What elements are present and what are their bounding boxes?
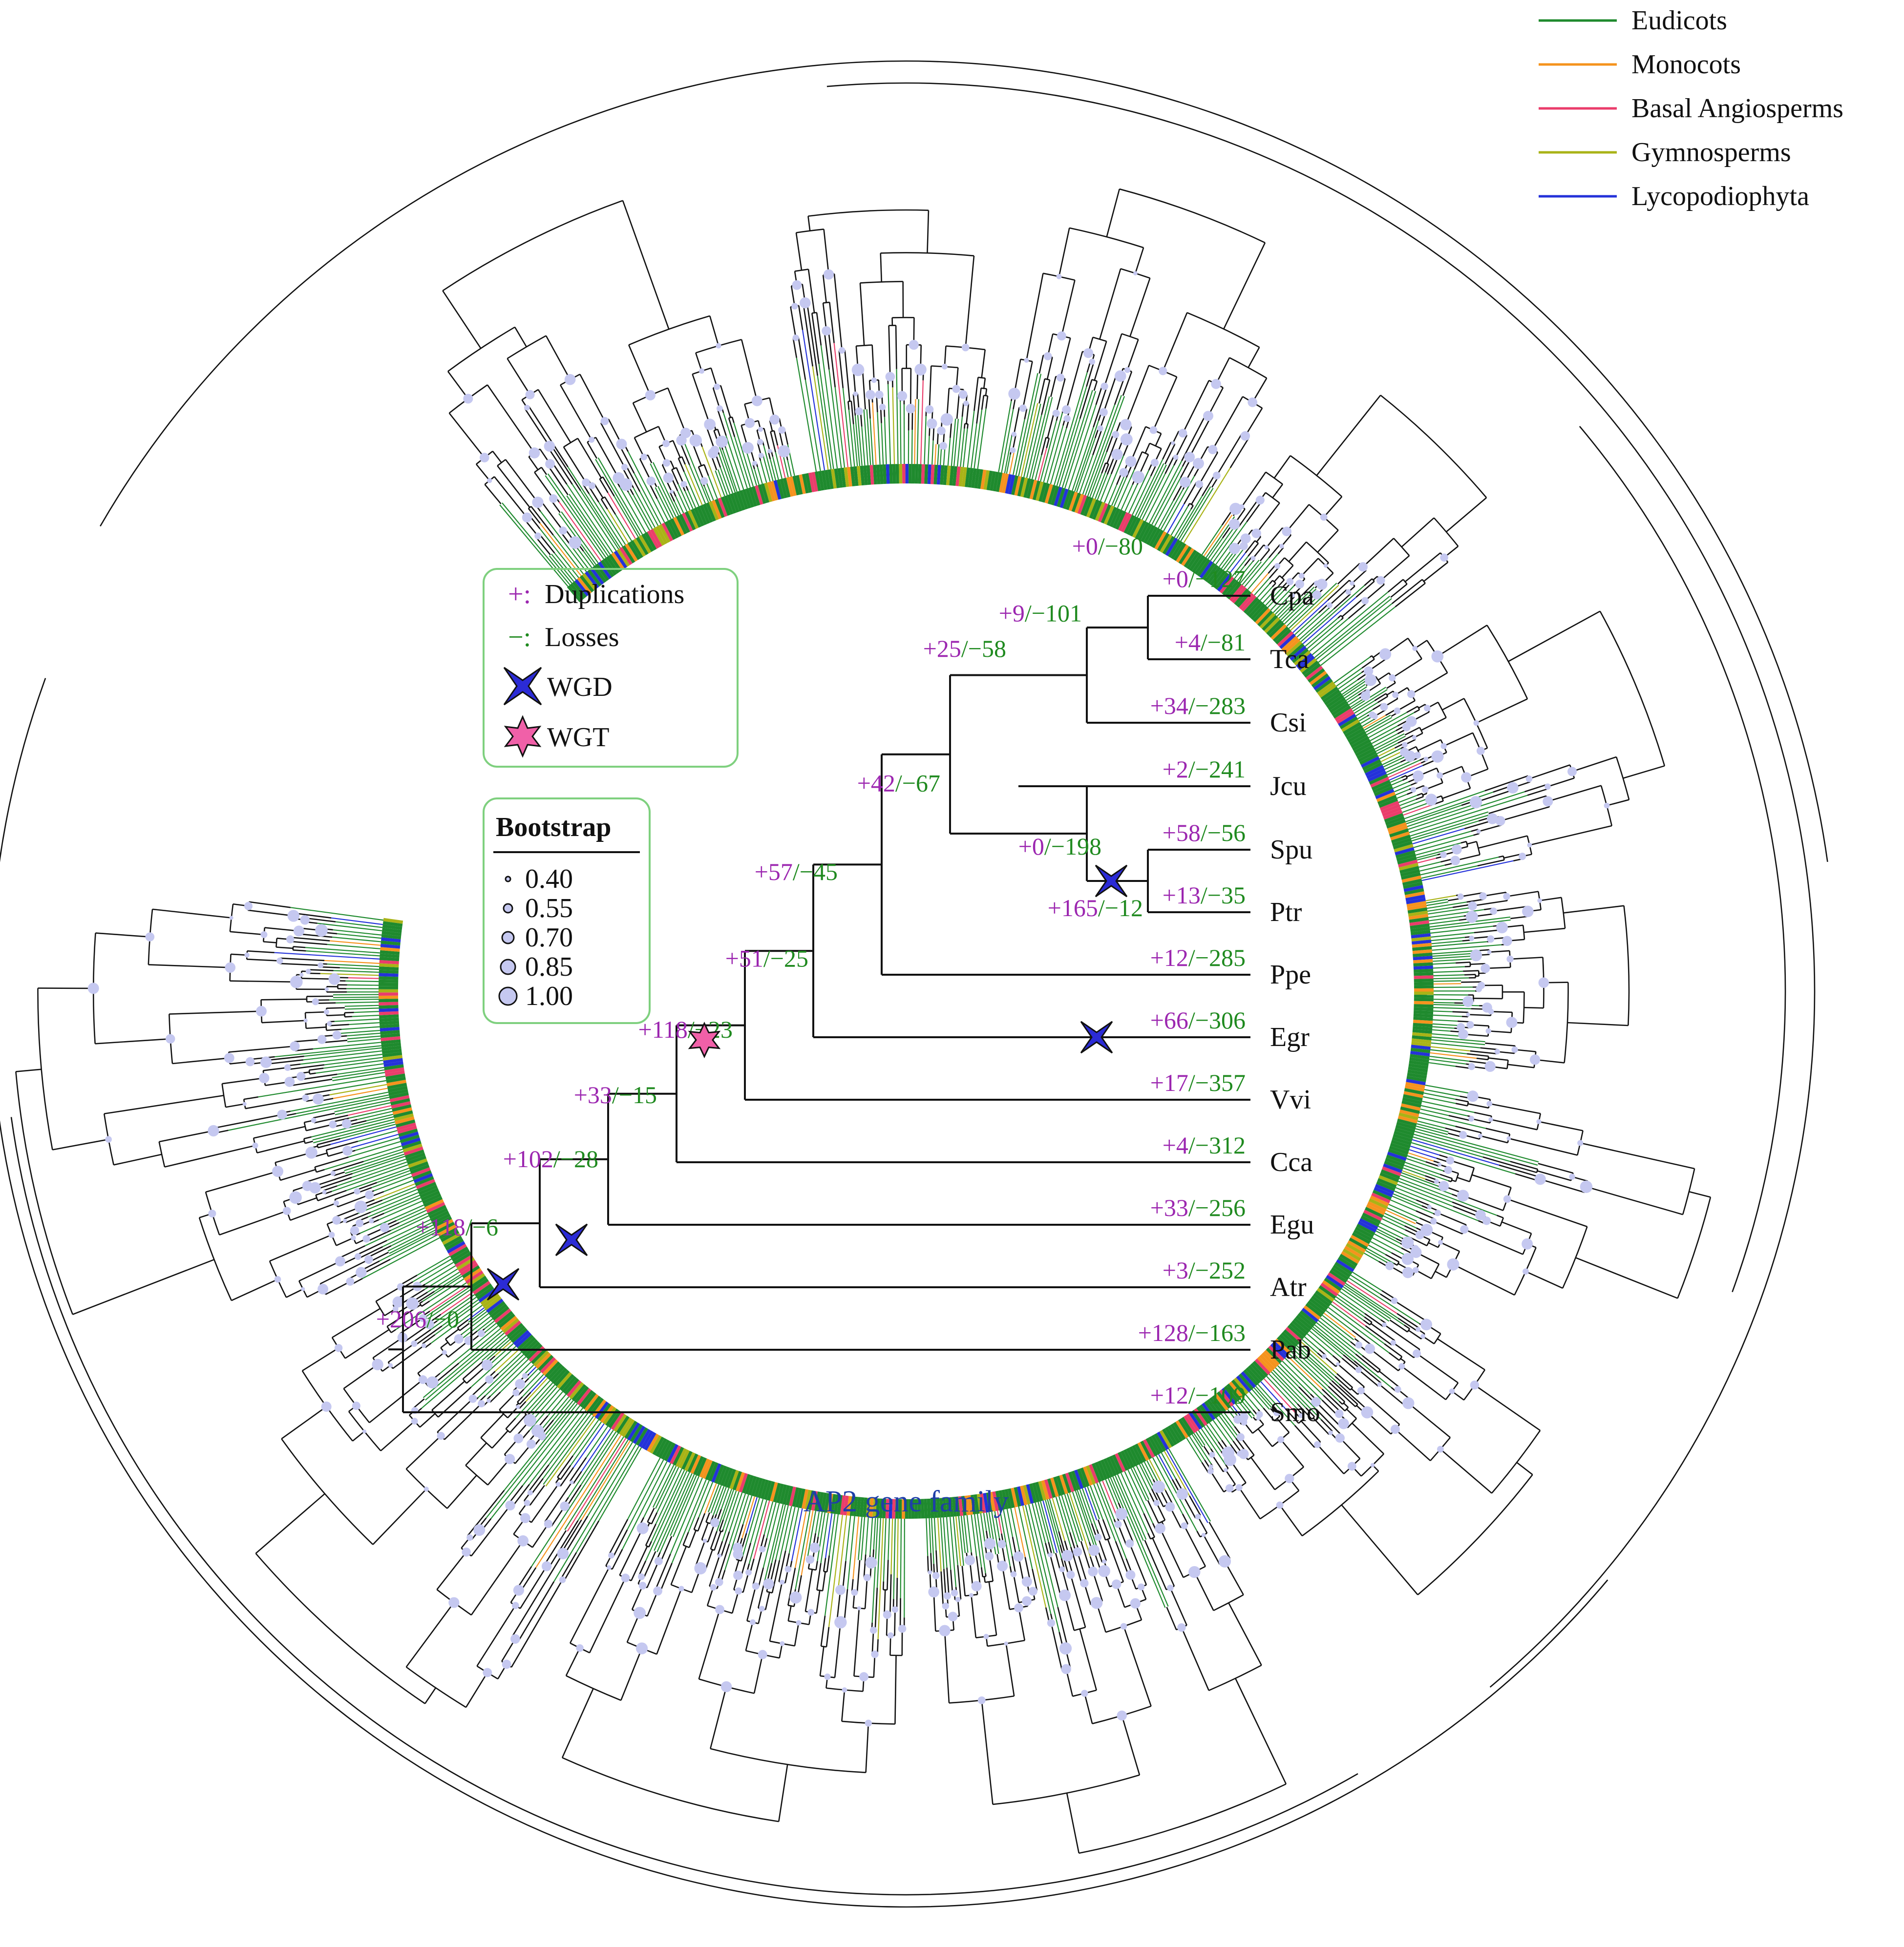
loss-symbol: −:	[508, 622, 531, 652]
gene-tree-branches	[15, 188, 1712, 1854]
species-label-vvi: Vvi	[1270, 1085, 1311, 1115]
species-label-jcu: Jcu	[1270, 771, 1307, 801]
bootstrap-value: 0.55	[525, 893, 573, 923]
node-event-cpa_atr: +102/−28	[503, 1145, 598, 1172]
node-event-spu_ptr: +165/−12	[1048, 894, 1143, 921]
bootstrap-dot-0.40	[505, 876, 511, 882]
bootstrap-value: 0.70	[525, 922, 573, 953]
tip-event-tca: +4/−81	[1175, 628, 1246, 656]
legend-label-monocots: Monocots	[1631, 49, 1741, 80]
species-label-tca: Tca	[1270, 644, 1309, 674]
legend-label-lycopodiophyta: Lycopodiophyta	[1631, 181, 1809, 211]
tip-event-ppe: +12/−285	[1150, 944, 1246, 971]
species-label-csi: Csi	[1270, 708, 1307, 738]
node-event-cpa_egu: +33/−15	[574, 1081, 657, 1109]
node-event-cpa_csi: +9/−101	[999, 600, 1082, 627]
node-event-cpa_ppe: +42/−67	[857, 769, 940, 796]
tip-event-vvi: +17/−357	[1150, 1069, 1246, 1096]
species-label-egu: Egu	[1270, 1210, 1314, 1240]
tip-event-egu: +33/−256	[1150, 1194, 1246, 1221]
events-box-border	[483, 568, 739, 768]
species-label-cpa: Cpa	[1270, 581, 1314, 611]
duplications-row: +: Duplications	[508, 579, 684, 609]
circular-gene-tree	[0, 60, 1828, 1908]
species-label-cca: Cca	[1270, 1147, 1312, 1177]
tip-event-cca: +4/−312	[1163, 1131, 1246, 1159]
node-event-jcu_ptr: +0/−198	[1018, 833, 1101, 860]
wgd-label: WGD	[547, 672, 613, 702]
node-event-cpa_tca: +0/−80	[1072, 532, 1143, 560]
legend-label-basal-angiosperms: Basal Angiosperms	[1631, 93, 1843, 124]
bootstrap-legend-box: Bootstrap 0.400.550.700.851.00	[483, 797, 651, 1024]
gene-tips-ring	[379, 464, 1434, 1519]
duplications-label: Duplications	[545, 579, 684, 609]
bootstrap-value: 1.00	[525, 981, 573, 1011]
node-event-cpa_cca: +118/−23	[638, 1016, 733, 1043]
species-label-spu: Spu	[1270, 835, 1312, 865]
tip-event-egr: +66/−306	[1150, 1006, 1246, 1034]
legend-label-eudicots: Eudicots	[1631, 5, 1727, 36]
bootstrap-value: 0.40	[525, 864, 573, 894]
dup-symbol: +:	[508, 579, 531, 609]
species-label-ptr: Ptr	[1270, 897, 1302, 927]
tip-event-smo: +12/−109	[1150, 1382, 1246, 1409]
bootstrap-dot-0.70	[501, 931, 515, 944]
figure-title: AP2 gene family	[804, 1485, 1009, 1518]
tip-event-ptr: +13/−35	[1163, 881, 1246, 909]
tip-event-jcu: +2/−241	[1163, 755, 1246, 783]
wgd-icon	[503, 667, 542, 706]
wgt-icon	[688, 1022, 721, 1059]
node-event-cpa_egr: +57/−45	[755, 858, 838, 885]
tip-event-atr: +3/−252	[1163, 1256, 1246, 1284]
node-event-root: +206/−0	[376, 1305, 459, 1333]
bootstrap-value: 0.85	[525, 952, 573, 982]
tip-event-cpa: +0/−127	[1163, 565, 1246, 592]
wgt-icon	[504, 715, 542, 758]
legend-label-gymnosperms: Gymnosperms	[1631, 137, 1791, 167]
wgd-icon	[1080, 1021, 1113, 1054]
wgt-label: WGT	[547, 722, 610, 753]
species-label-smo: Smo	[1270, 1397, 1320, 1427]
bootstrap-dot-0.85	[500, 959, 516, 975]
tip-event-spu: +58/−56	[1163, 819, 1246, 846]
bootstrap-title: Bootstrap	[496, 812, 611, 842]
tip-event-pab: +128/−163	[1138, 1319, 1246, 1346]
species-label-atr: Atr	[1270, 1272, 1307, 1302]
species-label-ppe: Ppe	[1270, 960, 1311, 990]
events-legend-box: +: Duplications −: Losses WGD WGT	[483, 568, 739, 768]
node-event-cpa_vvi: +51/−25	[725, 945, 808, 972]
bootstrap-box-border	[483, 797, 651, 1024]
outer-clade-arcs	[0, 60, 1828, 1908]
wgd-icon	[487, 1268, 520, 1301]
tip-event-csi: +34/−283	[1150, 692, 1246, 719]
wgd-icon	[1095, 864, 1128, 898]
clade-legend: Eudicots Monocots Basal Angiosperms Gymn…	[1539, 5, 1843, 211]
node-event-cpa_ptr: +25/−58	[923, 635, 1006, 662]
species-label-egr: Egr	[1270, 1022, 1310, 1052]
node-event-cpa_pab: +118/−6	[416, 1213, 498, 1240]
bootstrap-dots	[87, 269, 1610, 1727]
bootstrap-dot-1.00	[498, 986, 518, 1006]
wgd-icon	[555, 1223, 588, 1256]
losses-row: −: Losses	[508, 622, 619, 652]
species-label-pab: Pab	[1270, 1335, 1311, 1365]
losses-label: Losses	[545, 622, 619, 652]
bootstrap-dot-0.55	[503, 903, 513, 914]
